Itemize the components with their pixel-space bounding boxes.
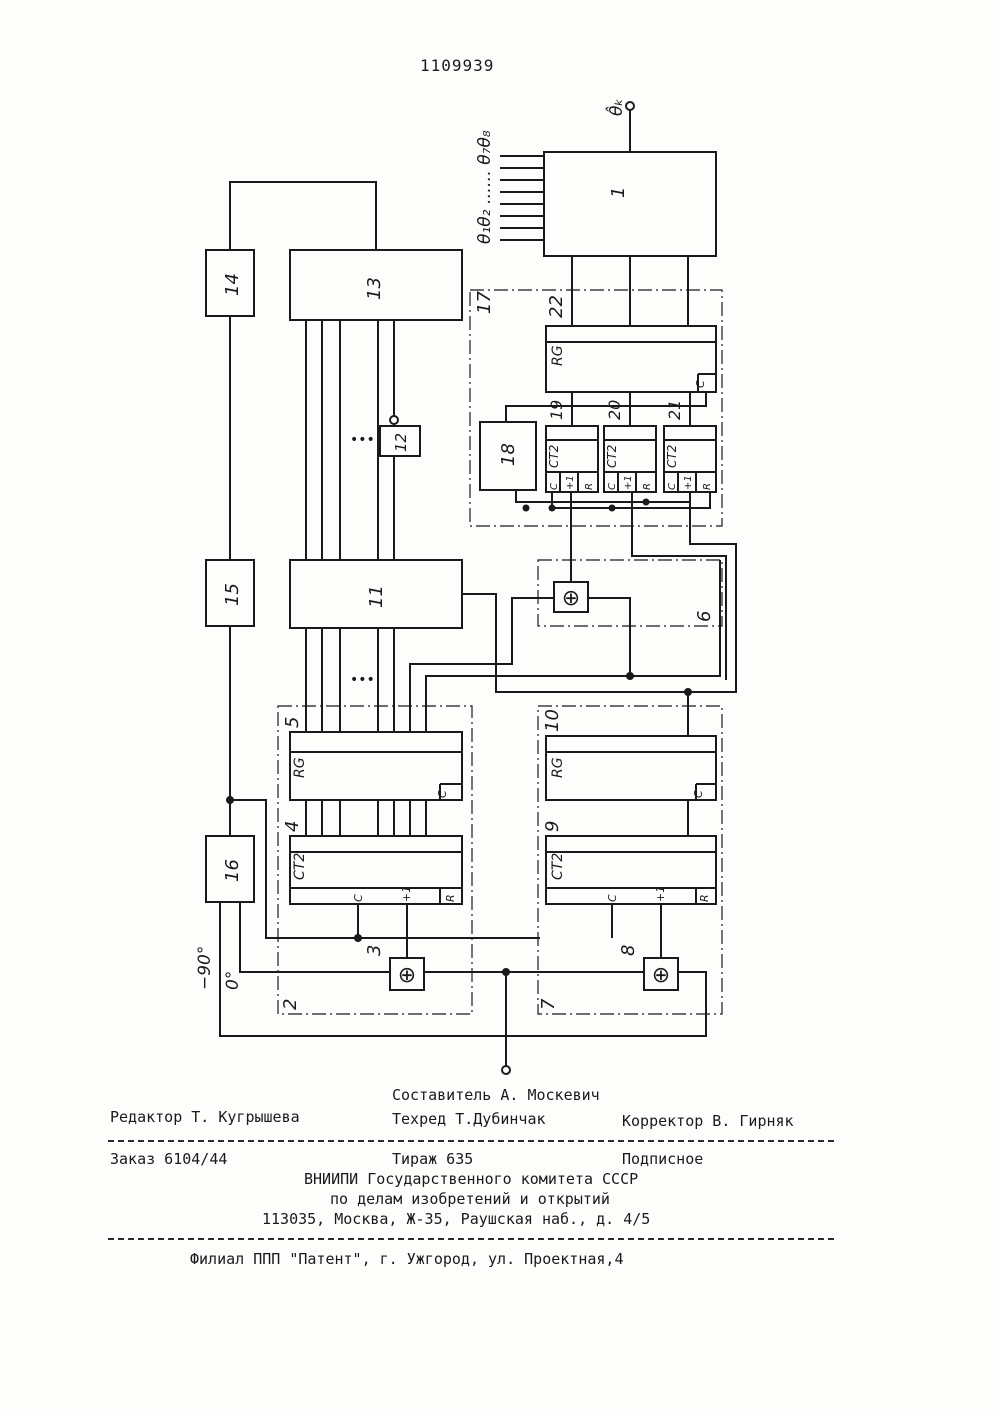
pin-c-19: C	[549, 483, 560, 490]
separator-top	[108, 1140, 834, 1142]
pin-c-10: C	[692, 790, 705, 798]
label-6: 6	[694, 611, 715, 622]
connections	[220, 110, 736, 1066]
imprint-corrector: Корректор В. Гирняк	[622, 1112, 794, 1130]
xor-symbol-6: ⊕	[562, 586, 580, 611]
imprint-techred: Техред Т.Дубинчак	[392, 1110, 546, 1128]
label-4: 4	[282, 821, 303, 832]
pin-c-5: C	[436, 790, 449, 798]
output-terminal	[626, 102, 634, 110]
inputs-label: θ₁θ₂ …… θ₇θ₈	[475, 130, 495, 244]
register-22	[546, 326, 716, 392]
label-3: 3	[364, 945, 385, 956]
phase-0-label: 0°	[223, 971, 243, 990]
label-19: 19	[547, 400, 566, 420]
ellipsis-lower: •••	[350, 672, 375, 688]
label-17: 17	[474, 291, 495, 314]
pin-c-4: C	[352, 894, 365, 902]
pin-plus1-4: +1	[400, 886, 413, 902]
block-1	[544, 152, 716, 256]
ct-label-20: CT2	[605, 445, 619, 468]
rg-label-5: RG	[292, 757, 308, 778]
pin-r-19: R	[584, 483, 595, 490]
label-20: 20	[605, 400, 624, 420]
imprint-compiler: Составитель А. Москевич	[392, 1086, 600, 1104]
label-22: 22	[546, 295, 567, 318]
imprint-org1: ВНИИПИ Государственного комитета СССР	[304, 1170, 638, 1188]
label-13: 13	[364, 277, 385, 300]
pin-c-22: C	[694, 380, 707, 388]
ct-label-21: CT2	[665, 445, 679, 468]
imprint-org2: по делам изобретений и открытий	[330, 1190, 610, 1208]
group-outlines	[278, 290, 722, 1014]
pin-r-4: R	[444, 894, 457, 902]
input-terminal	[502, 1066, 510, 1074]
imprint-circulation: Тираж 635	[392, 1150, 473, 1168]
label-9: 9	[542, 821, 563, 832]
label-18: 18	[498, 443, 519, 466]
inverter-bubble	[390, 416, 398, 424]
pin-plus1-9: +1	[654, 886, 667, 902]
phase-minus90-label: −90°	[195, 946, 215, 990]
pin-r-21: R	[702, 483, 713, 490]
pin-c-20: C	[607, 483, 618, 490]
rg-label-22: RG	[550, 345, 566, 366]
label-21: 21	[665, 400, 684, 420]
label-2: 2	[280, 999, 301, 1010]
label-8: 8	[618, 945, 639, 956]
imprint-order: Заказ 6104/44	[110, 1150, 227, 1168]
imprint-subscription: Подписное	[622, 1150, 703, 1168]
counter-4	[290, 836, 462, 904]
pin-plus1-20: +1	[623, 475, 634, 490]
label-10: 10	[542, 709, 563, 732]
block-diagram: 1 13 14 15 16 11 12 18 17 22 19 20 21 6 …	[0, 0, 1000, 1080]
ct-label-19: CT2	[547, 445, 561, 468]
diagram-labels: 1 13 14 15 16 11 12 18 17 22 19 20 21 6 …	[222, 187, 715, 1010]
separator-bottom	[108, 1238, 834, 1240]
pin-c-21: C	[667, 483, 678, 490]
pin-plus1-21: +1	[683, 475, 694, 490]
label-5: 5	[282, 717, 303, 728]
register-10	[546, 736, 716, 800]
label-14: 14	[222, 273, 243, 296]
label-16: 16	[222, 859, 243, 882]
xor-symbol-3: ⊕	[398, 963, 416, 988]
ct-label-9: CT2	[550, 853, 566, 880]
pin-r-9: R	[698, 894, 711, 902]
pin-r-20: R	[642, 483, 653, 490]
label-11: 11	[366, 585, 387, 608]
label-1: 1	[608, 187, 629, 198]
label-15: 15	[222, 583, 243, 606]
pin-labels: RG C RG C RG C CT2 C +1 R CT2 C +1 R CT2…	[292, 345, 713, 902]
imprint-address: 113035, Москва, Ж-35, Раушская наб., д. …	[262, 1210, 650, 1228]
imprint-branch: Филиал ППП "Патент", г. Ужгород, ул. Про…	[190, 1250, 623, 1268]
rg-label-10: RG	[550, 757, 566, 778]
label-7: 7	[538, 998, 559, 1010]
pin-c-9: C	[606, 894, 619, 902]
output-label: θ̂ₖ	[604, 98, 627, 116]
pin-plus1-19: +1	[565, 475, 576, 490]
ct-label-4: CT2	[292, 853, 308, 880]
register-5	[290, 732, 462, 800]
imprint-editor: Редактор Т. Кугрышева	[110, 1108, 300, 1126]
label-12: 12	[392, 433, 410, 452]
ellipsis-upper: •••	[350, 432, 375, 448]
xor-symbol-8: ⊕	[652, 963, 670, 988]
counter-9	[546, 836, 716, 904]
